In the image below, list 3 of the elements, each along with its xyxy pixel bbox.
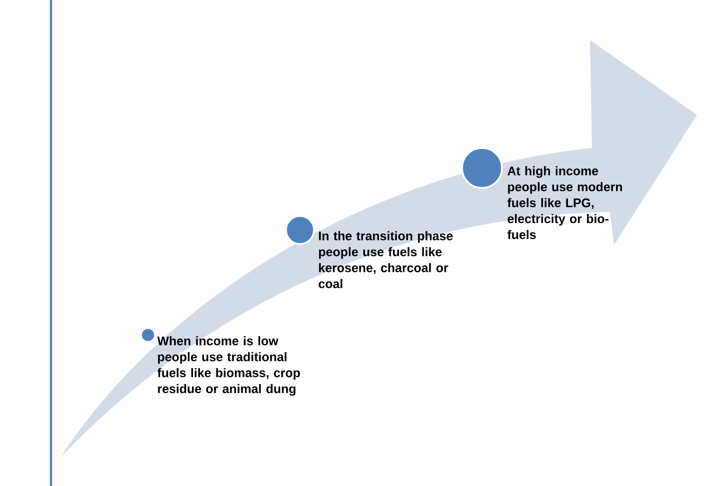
stage-text: At high income people use modern fuels like LPG, electricity or bio-fuels xyxy=(507,166,622,240)
stage-text: In the transition phase people use fuels like kerosene, charcoal or coal xyxy=(318,231,453,288)
stage-text: When income is low people use traditional fuels like biomass, crop residue or animal dung xyxy=(157,336,300,396)
